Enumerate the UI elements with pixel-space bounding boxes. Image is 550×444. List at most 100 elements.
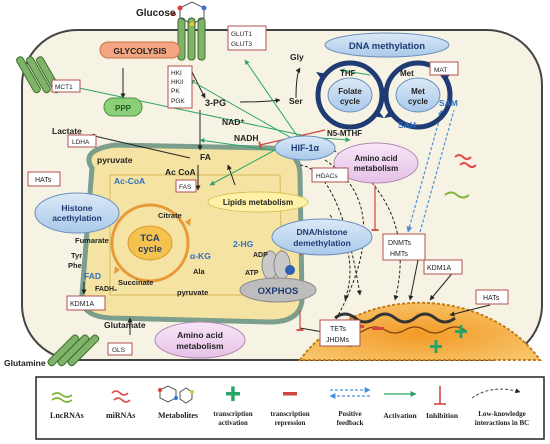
label-glutamine: Glutamine — [4, 358, 46, 368]
dna-methylation-oval — [324, 32, 450, 58]
label-atp: ATP — [245, 270, 259, 277]
label-hk1: HKI — [171, 70, 182, 77]
label-hmts: HMTs — [390, 251, 408, 258]
legend-inhibition-icon — [434, 386, 446, 405]
label-fadh2: FADH₂ — [95, 286, 117, 293]
label-sah: SAH — [398, 120, 416, 130]
ppp-box — [103, 97, 143, 117]
label-gls: GLS — [112, 347, 126, 354]
dna-demethylation-oval — [271, 218, 373, 256]
folate-cycle — [315, 60, 385, 130]
label-hk2: HKII — [171, 79, 184, 86]
label-histone-2: acethylation — [52, 213, 102, 223]
legend-tx-activation-1: transcription — [213, 410, 252, 418]
legend-activation: Activation — [383, 411, 417, 420]
label-thf: THF — [340, 69, 356, 78]
label-glycolysis: GLYCOLYSIS — [113, 46, 167, 56]
ldha-box — [67, 134, 97, 148]
label-hats-right: HATs — [483, 295, 500, 302]
label-folate-1: Folate — [338, 87, 362, 96]
mat-box — [429, 61, 459, 76]
label-mct1: MCT1 — [55, 84, 73, 91]
histone-acetylation-oval — [34, 192, 120, 234]
label-glut1: GLUT1 — [231, 31, 252, 38]
legend-inhibition: Inhibition — [426, 411, 459, 420]
hif-oval — [274, 135, 336, 161]
legend-mirna-icon — [111, 390, 131, 403]
glut-transporter — [177, 17, 206, 61]
legend-low-knowledge-1: Low-knowledge — [478, 410, 525, 418]
label-nad: NAD⁺ — [222, 117, 245, 127]
label-ac-coa: Ac CoA — [165, 167, 196, 177]
label-pyruvate: pyruvate — [97, 155, 133, 165]
label-oxphos: OXPHOS — [258, 286, 299, 297]
label-dna-demethylation-1: DNA/histone — [297, 227, 348, 237]
glucose-molecule-icon — [172, 1, 207, 27]
label-amino-bottom-2: metabolism — [176, 341, 224, 351]
label-tca-1: TCA — [140, 233, 160, 244]
label-hats-left: HATs — [35, 177, 52, 184]
label-n5mthf: N5-MTHF — [327, 129, 362, 138]
label-phe: Phe — [68, 261, 82, 270]
label-nadh: NADH — [234, 133, 259, 143]
legend-feedback-icon — [329, 387, 371, 399]
amino-bottom-oval — [154, 321, 246, 359]
label-ala: Ala — [193, 267, 206, 276]
glut-box — [227, 25, 267, 51]
legend-positive-2: feedback — [337, 419, 364, 427]
label-adp: ADP — [253, 252, 268, 259]
gls-box — [107, 342, 133, 356]
glycolysis-box — [99, 41, 181, 59]
met-cycle — [383, 60, 453, 130]
tets-box — [319, 319, 361, 347]
hats-right-box — [475, 289, 509, 305]
label-ser: Ser — [289, 96, 303, 106]
label-met-cycle-1: Met — [411, 87, 425, 96]
hats-left-box — [27, 171, 61, 187]
label-ppp: PPP — [115, 104, 132, 113]
legend-positive-1: Positive — [338, 410, 361, 418]
legend-tx-activation-2: activation — [218, 419, 248, 427]
label-akg: α-KG — [190, 251, 211, 261]
label-kdm1a-left: KDM1A — [70, 301, 94, 308]
lncrna-icon — [444, 191, 470, 199]
label-hdacs: HDACs — [316, 173, 338, 180]
label-pgk: PGK — [171, 98, 185, 105]
label-lipids: Lipids metabolism — [223, 198, 293, 207]
kdm1a-right-box — [423, 259, 463, 275]
label-pyruvate-mito: pyruvate — [177, 288, 208, 297]
label-fad: FAD — [84, 271, 101, 281]
glutamine-transporter — [47, 334, 100, 367]
label-amino-top-1: Amino acid — [354, 154, 397, 163]
label-3pg: 3-PG — [205, 98, 226, 108]
legend-minus-icon — [283, 392, 297, 396]
oxphos-oval — [239, 277, 317, 303]
label-mat: MAT — [434, 67, 447, 74]
legend-tx-repression-1: transcription — [270, 410, 309, 418]
hk-box — [167, 65, 193, 109]
label-glucose: Glucose — [136, 8, 176, 19]
label-citrate: Citrate — [158, 211, 182, 220]
legend-metabolites: Metabolites — [158, 411, 198, 420]
hdacs-box — [311, 167, 349, 183]
dnmts-box — [382, 233, 426, 261]
label-tca-2: cycle — [138, 244, 162, 255]
legend-lncrnas: LncRNAs — [50, 411, 84, 420]
label-amino-bottom-1: Amino acid — [177, 330, 223, 340]
label-ldha: LDHA — [72, 139, 90, 146]
label-glut3: GLUT3 — [231, 41, 252, 48]
label-hif: HIF-1α — [291, 143, 320, 153]
label-succinate: Succinate — [118, 278, 153, 287]
legend-mirnas: miRNAs — [106, 411, 135, 420]
label-glutamate: Glutamate — [104, 320, 146, 330]
legend-tx-repression-2: repression — [275, 419, 306, 427]
label-kdm1a-right: KDM1A — [427, 265, 451, 272]
tca-cycle — [110, 203, 191, 283]
legend-metabolite-icon — [158, 385, 194, 404]
label-folate-2: cycle — [340, 97, 361, 106]
label-dna-demethylation-2: demethylation — [293, 238, 351, 248]
label-met: Met — [400, 69, 414, 78]
label-tets: TETs — [330, 326, 346, 333]
mct1-box — [51, 79, 81, 93]
amino-top-oval — [333, 142, 419, 184]
